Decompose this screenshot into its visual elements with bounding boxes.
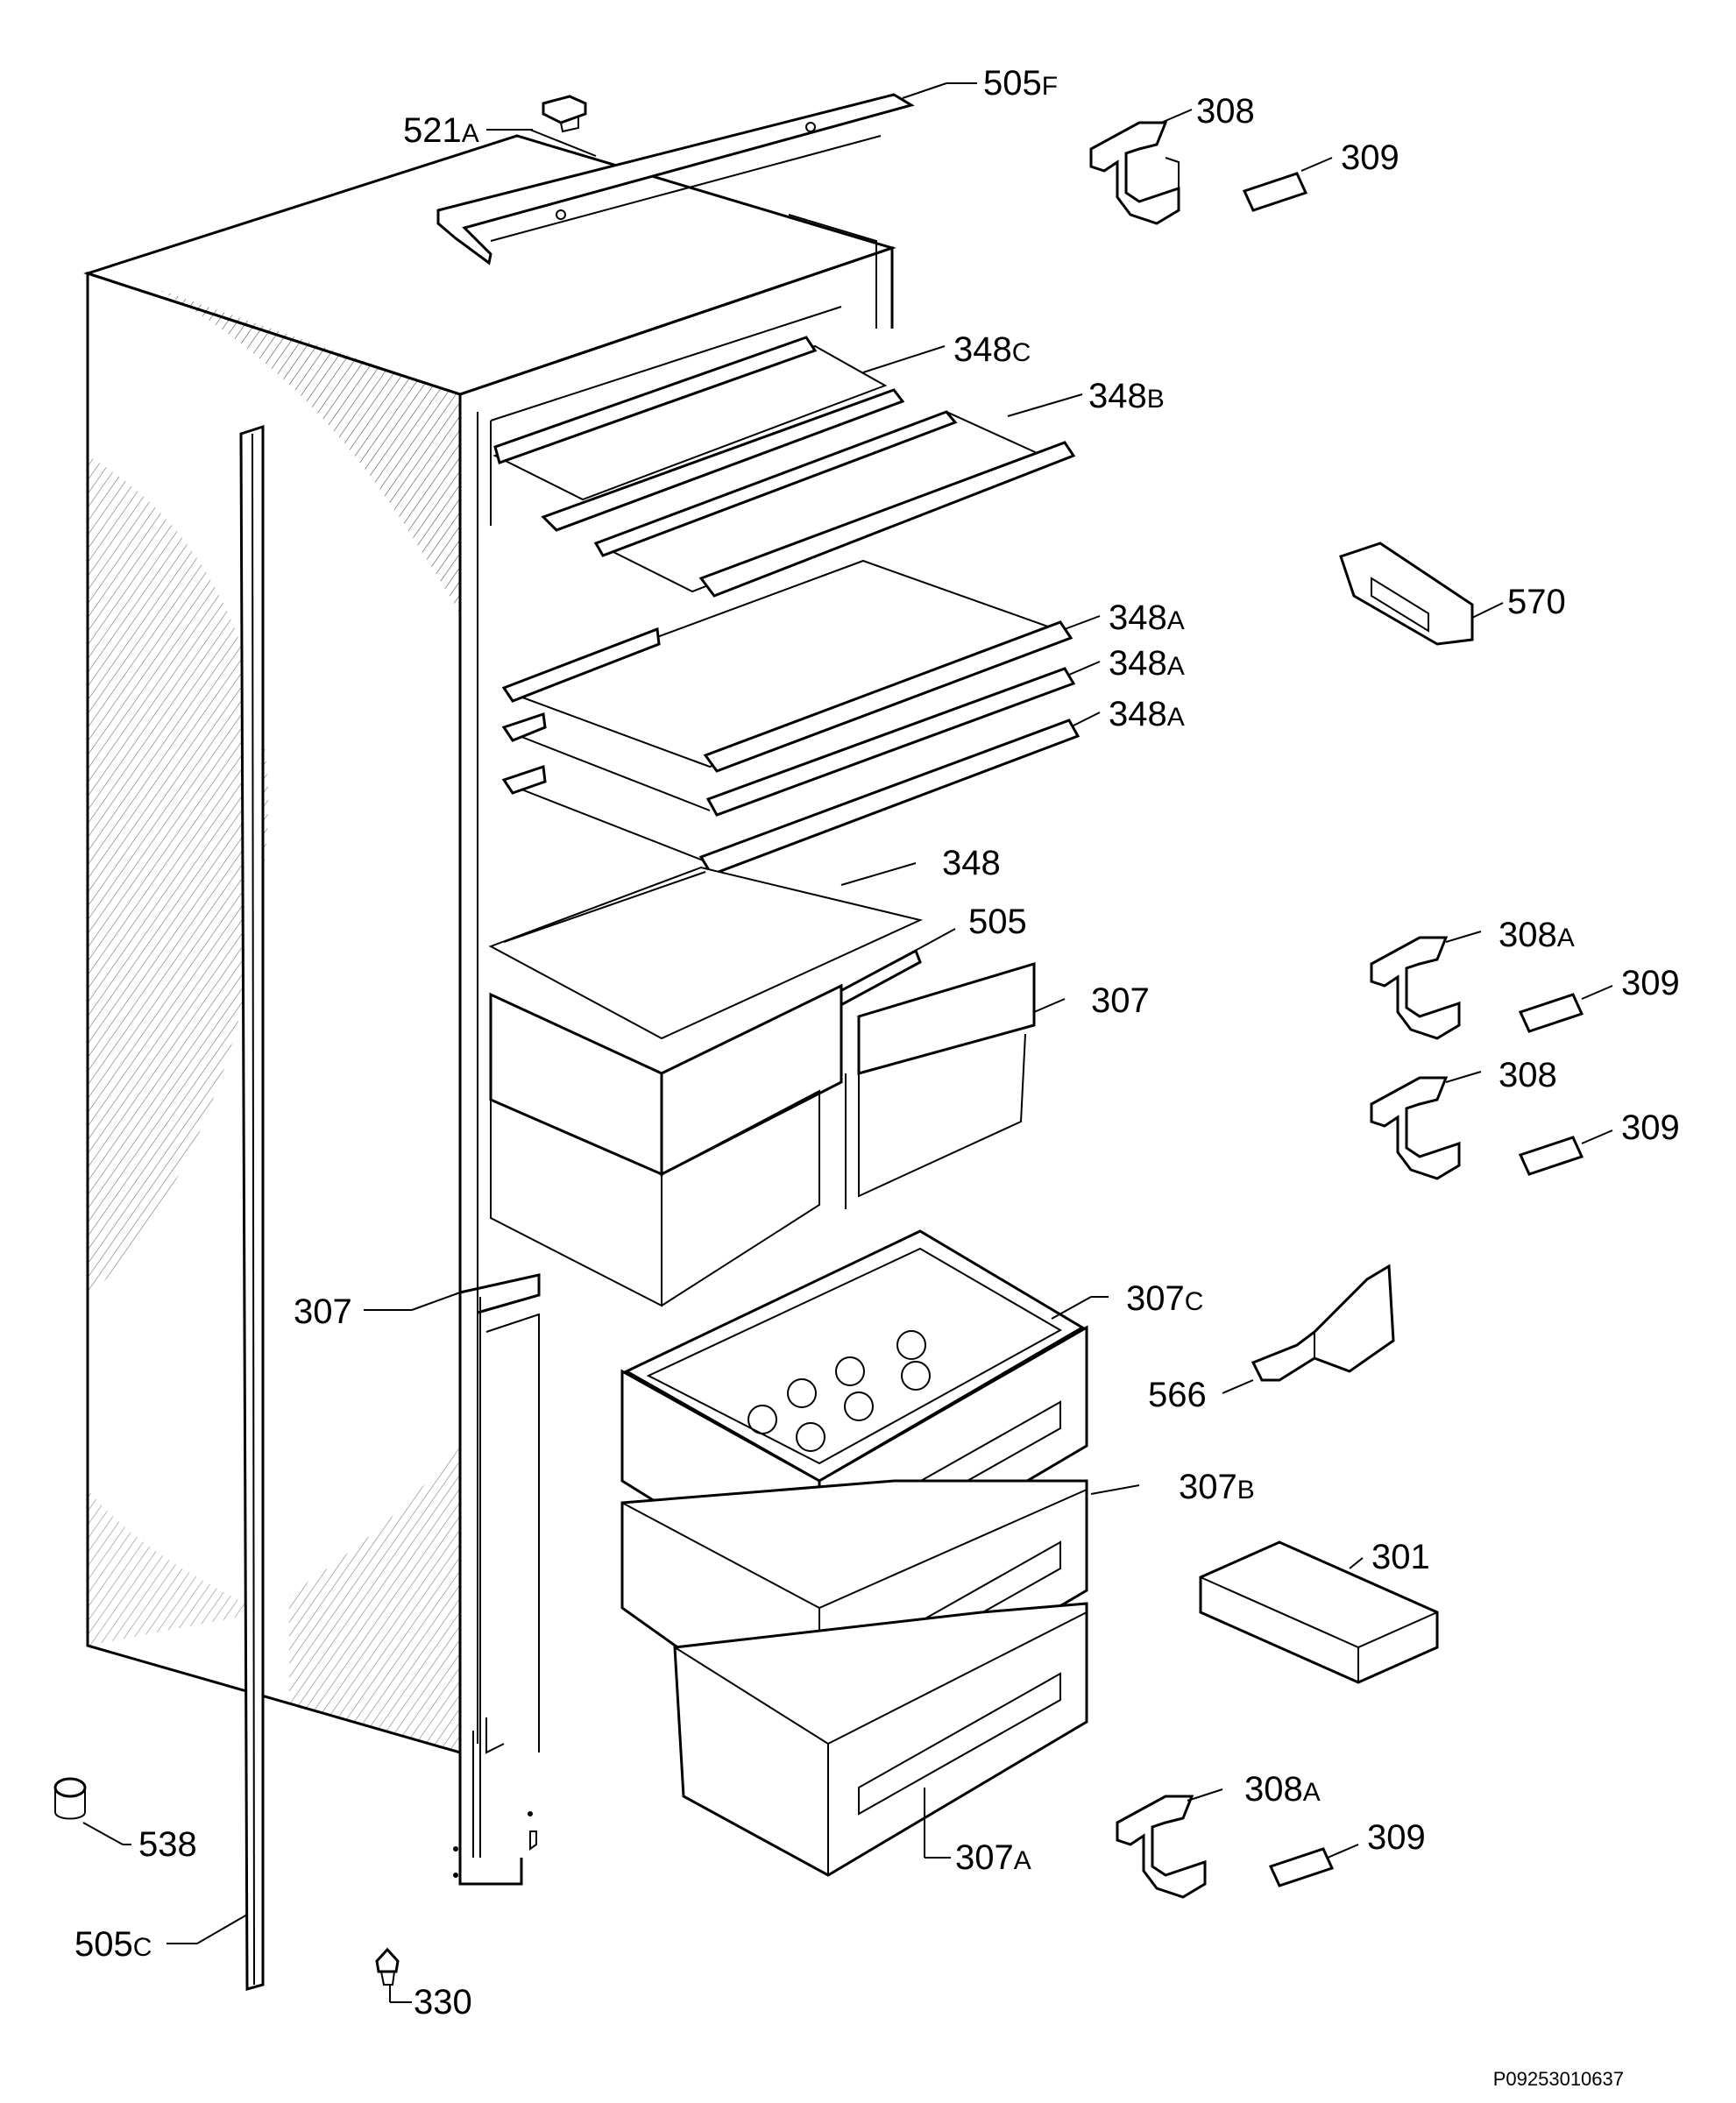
hinge-cap: [542, 95, 587, 133]
callout-348: 348: [942, 844, 1001, 882]
callout-307B: 307B: [1179, 1468, 1255, 1506]
door-hinge-308A-bottom: [1116, 1795, 1207, 1899]
callout-308A-mid: 308A: [1499, 916, 1575, 954]
shelf-348A-2: [501, 667, 1076, 817]
callout-505F: 505F: [983, 64, 1058, 103]
callout-348C: 348C: [953, 330, 1031, 369]
callout-309-bottom: 309: [1367, 1818, 1426, 1857]
label-309-top: [1242, 172, 1308, 212]
document-id: P09253010637: [1492, 2068, 1624, 2090]
callout-348A-2: 348A: [1109, 644, 1185, 683]
screw-330: [375, 1947, 400, 1986]
callout-309-mid2: 309: [1621, 1108, 1680, 1147]
callout-309-top: 309: [1341, 138, 1399, 177]
callout-307-left: 307: [294, 1292, 352, 1331]
shelf-348A-1: [501, 559, 1073, 773]
crisper-drawer-left: [489, 983, 843, 1307]
shelf-348B: [593, 410, 1076, 598]
callout-labels: 521A 505F 308 309 348C 348B 570 348A 348…: [74, 64, 1680, 2022]
callout-308-mid: 308: [1499, 1056, 1557, 1094]
shelf-348: [488, 866, 924, 1040]
door-hinge-308A-mid: [1370, 936, 1461, 1040]
door-hinge-308-mid: [1370, 1076, 1461, 1180]
control-panel-570: [1339, 542, 1474, 646]
shelf-348C: [492, 336, 905, 532]
callout-505: 505: [968, 903, 1027, 941]
callout-348A-1: 348A: [1109, 598, 1185, 637]
callout-521A: 521A: [403, 111, 479, 150]
callout-301: 301: [1371, 1538, 1430, 1576]
freezer-basket-307A: [673, 1602, 1088, 1877]
label-309-mid1: [1518, 993, 1584, 1033]
door-hinge-308-top: [1089, 121, 1180, 225]
callout-348B: 348B: [1088, 377, 1165, 415]
top-hinge-bracket: [436, 93, 915, 266]
crisper-drawer-right: [845, 961, 1036, 1209]
callout-307-right: 307: [1091, 981, 1150, 1020]
door-gasket: [239, 424, 265, 1991]
callout-566: 566: [1148, 1376, 1207, 1414]
callout-330: 330: [414, 1983, 472, 2022]
callout-348A-3: 348A: [1109, 695, 1185, 733]
ice-tray-301: [1199, 1540, 1439, 1684]
leader-lines: [82, 82, 1613, 2003]
callout-307C: 307C: [1126, 1279, 1203, 1318]
callout-538: 538: [138, 1825, 197, 1864]
ice-scraper-566: [1251, 1264, 1395, 1382]
cabinet: [83, 134, 896, 1886]
foot-538: [53, 1777, 87, 1820]
callout-308A-bottom: 308A: [1244, 1770, 1321, 1809]
callout-308-top: 308: [1196, 92, 1255, 131]
callout-570: 570: [1507, 583, 1566, 621]
label-309-mid2: [1518, 1136, 1584, 1176]
callout-309-mid1: 309: [1621, 964, 1680, 1002]
callout-505C: 505C: [74, 1925, 152, 1964]
label-309-bottom: [1268, 1847, 1335, 1887]
callout-307A: 307A: [955, 1838, 1031, 1877]
